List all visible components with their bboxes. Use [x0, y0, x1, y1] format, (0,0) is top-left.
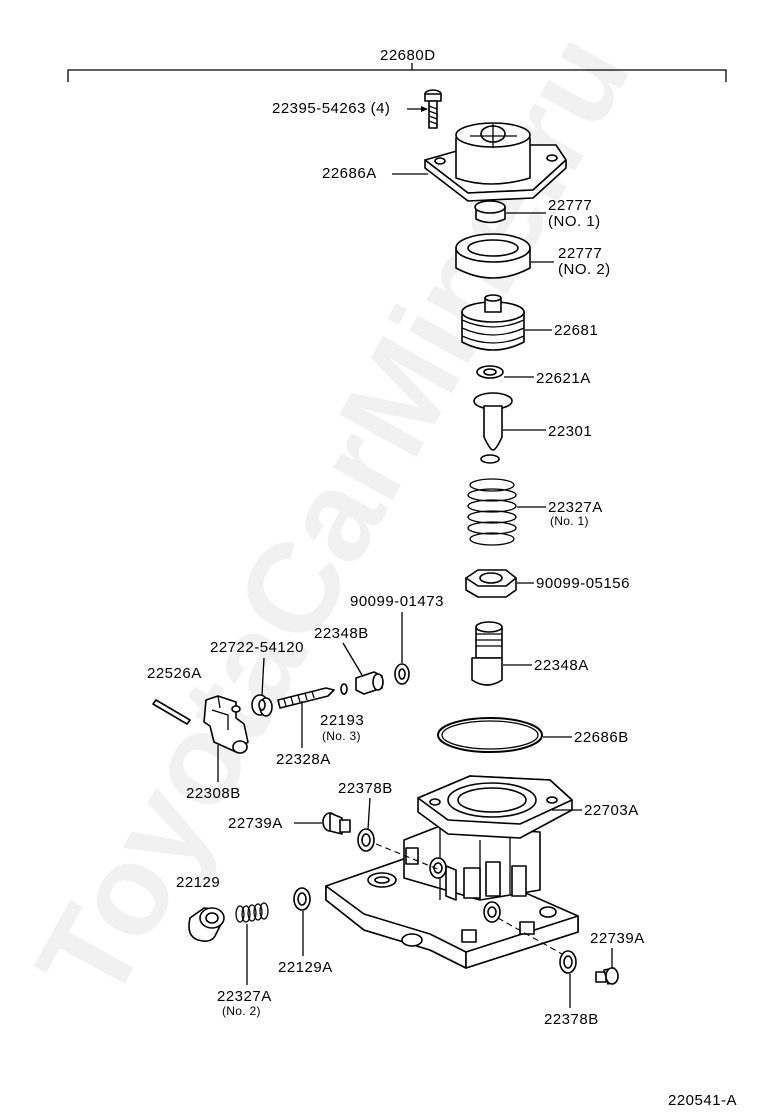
label-spring-no1: 22327A — [548, 499, 603, 516]
label-gasket-plug: 22129A — [278, 959, 333, 976]
washer-small-part — [394, 663, 410, 685]
label-plug-side: 22348B — [314, 625, 369, 642]
label-o-ring-small-sub: (No. 3) — [322, 729, 361, 743]
bolt-left-part — [322, 812, 351, 835]
pin-part — [152, 699, 191, 725]
label-screw: 22328A — [276, 751, 331, 768]
label-seal-no2-sub: (NO. 2) — [558, 261, 611, 278]
seal-no1-part — [474, 200, 506, 224]
plug-side-part — [355, 671, 384, 695]
valve-part — [473, 392, 513, 464]
plug-body-part — [188, 907, 225, 942]
cover-part — [424, 122, 567, 202]
washer-top-part — [476, 365, 504, 379]
screw-part — [277, 687, 335, 709]
assembly-bracket — [67, 63, 727, 82]
drawing-number: 220541-A — [668, 1092, 737, 1109]
bolt-side-part — [251, 694, 273, 717]
label-bolt-side: 22722-54120 — [210, 639, 304, 656]
o-ring-large-part — [437, 717, 543, 753]
label-spring-no2-sub: (No. 2) — [222, 1004, 261, 1018]
label-sleeve: 22348A — [534, 657, 589, 674]
o-ring-small-part — [340, 683, 348, 695]
label-spring-no1-sub: (No. 1) — [550, 514, 589, 528]
bolt-main-part — [424, 89, 442, 129]
bolt-right-part — [595, 967, 619, 985]
label-seal-no1: 22777 — [548, 197, 592, 214]
spring-no2-part — [235, 902, 269, 923]
piston-part — [461, 294, 525, 351]
assembly-label: 22680D — [380, 47, 436, 64]
gasket-mid-part — [357, 828, 375, 852]
seal-no2-part — [455, 233, 531, 279]
label-pin: 22526A — [147, 665, 202, 682]
label-o-ring-small: 22193 — [320, 712, 364, 729]
label-housing-top: 22703A — [584, 802, 639, 819]
label-valve: 22301 — [548, 423, 592, 440]
nut-part — [465, 569, 517, 598]
label-o-ring-large: 22686B — [574, 729, 629, 746]
label-seal-no2: 22777 — [558, 245, 602, 262]
housing-part — [325, 775, 579, 969]
sleeve-part — [471, 621, 503, 686]
label-gasket-mid: 22378B — [338, 780, 393, 797]
label-piston: 22681 — [554, 322, 598, 339]
label-bolt-main: 22395-54263 (4) — [272, 100, 390, 117]
label-bracket: 22308B — [186, 785, 241, 802]
label-washer-top: 22621A — [536, 370, 591, 387]
bracket-part — [203, 695, 249, 754]
label-spring-no2: 22327A — [217, 988, 272, 1005]
label-nut: 90099-05156 — [536, 575, 630, 592]
label-gasket-bottom: 22378B — [544, 1011, 599, 1028]
label-bolt-left: 22739A — [228, 815, 283, 832]
label-cover: 22686A — [322, 165, 377, 182]
label-bolt-right: 22739A — [590, 930, 645, 947]
gasket-bottom-part — [559, 950, 577, 974]
label-seal-no1-sub: (NO. 1) — [548, 213, 601, 230]
label-plug-body: 22129 — [176, 874, 220, 891]
spring-no1-part — [467, 478, 517, 546]
gasket-plug-part — [293, 887, 311, 911]
label-washer-small: 90099-01473 — [350, 593, 444, 610]
